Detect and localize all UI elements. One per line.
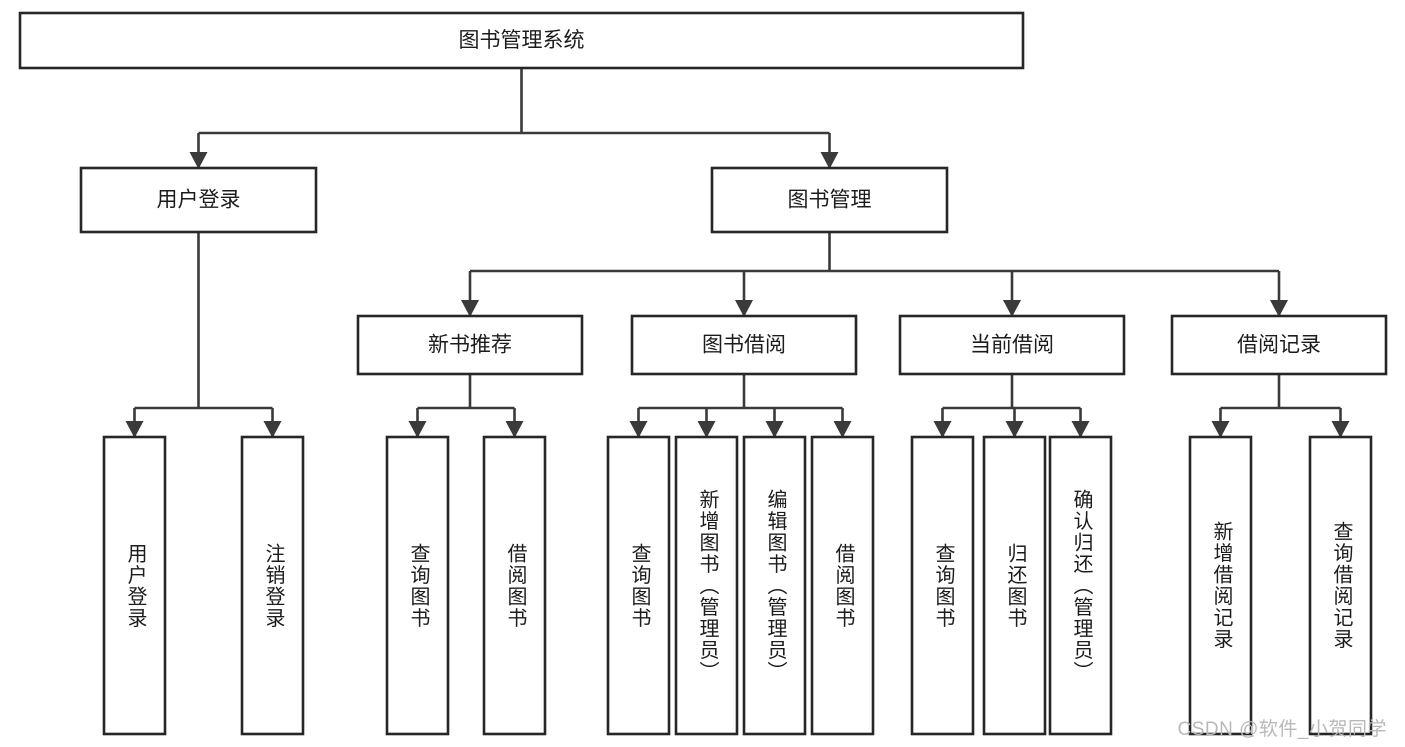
node-box-user-login[interactable] — [79, 166, 318, 234]
node-box-borrow-record[interactable] — [1170, 314, 1388, 376]
arrow-head-icon-leaf-query-book-cur — [933, 421, 952, 438]
node-box-leaf-user-login[interactable] — [102, 435, 167, 736]
arrow-head-icon-leaf-add-borrow-record — [1211, 421, 1230, 438]
node-box-leaf-query-book-borrow[interactable] — [606, 435, 671, 736]
node-label-root: 图书管理系统 — [459, 29, 585, 52]
node-label-book-borrow: 图书借阅 — [702, 334, 786, 357]
arrow-head-icon-leaf-confirm-return-admin — [1071, 421, 1090, 438]
watermark: CSDN @软件_小贺同学 — [1177, 719, 1387, 740]
arrow-head-icon-leaf-edit-book-admin — [765, 421, 784, 438]
node-box-book-borrow[interactable] — [630, 314, 858, 376]
node-box-leaf-confirm-return-admin[interactable] — [1048, 435, 1113, 736]
node-label-book-manage: 图书管理 — [788, 189, 872, 212]
arrow-head-icon-new-book-rec — [461, 300, 479, 317]
arrow-head-icon-leaf-borrow-book-rec — [505, 421, 524, 438]
node-box-leaf-borrow-book-rec[interactable] — [482, 435, 547, 736]
node-box-leaf-query-book-rec[interactable] — [385, 435, 450, 736]
node-label-user-login: 用户登录 — [157, 189, 241, 212]
arrow-head-icon-leaf-return-book — [1005, 421, 1024, 438]
node-box-leaf-borrow-book[interactable] — [810, 435, 875, 736]
connectors-layer — [125, 68, 1350, 438]
arrow-head-icon-leaf-user-login — [125, 421, 144, 438]
node-box-leaf-edit-book-admin[interactable] — [742, 435, 807, 736]
node-box-root[interactable] — [18, 11, 1025, 70]
node-box-leaf-add-book-admin[interactable] — [674, 435, 739, 736]
arrow-head-icon-book-manage — [820, 152, 839, 169]
node-label-borrow-record: 借阅记录 — [1237, 334, 1321, 357]
arrow-head-icon-user-login — [189, 152, 208, 169]
arrow-head-icon-leaf-add-book-admin — [697, 421, 716, 438]
arrow-head-icon-current-borrow — [1003, 300, 1021, 317]
node-box-current-borrow[interactable] — [898, 314, 1126, 376]
boxes-layer — [18, 11, 1388, 736]
node-box-leaf-logout[interactable] — [240, 435, 305, 736]
node-box-book-manage[interactable] — [710, 166, 949, 234]
arrow-head-icon-leaf-query-book-borrow — [629, 421, 648, 438]
node-box-leaf-query-book-cur[interactable] — [910, 435, 975, 736]
arrow-head-icon-borrow-record — [1270, 300, 1288, 317]
node-label-new-book-rec: 新书推荐 — [428, 334, 512, 357]
arrow-head-icon-leaf-query-borrow-record — [1331, 421, 1350, 438]
arrow-head-icon-leaf-logout — [263, 421, 282, 438]
arrow-head-icon-leaf-borrow-book — [833, 421, 852, 438]
node-box-leaf-add-borrow-record[interactable] — [1188, 435, 1253, 736]
node-box-leaf-return-book[interactable] — [982, 435, 1047, 736]
node-box-leaf-query-borrow-record[interactable] — [1308, 435, 1373, 736]
node-box-new-book-rec[interactable] — [356, 314, 584, 376]
arrow-head-icon-leaf-query-book-rec — [408, 421, 427, 438]
node-label-current-borrow: 当前借阅 — [970, 334, 1054, 357]
arrow-head-icon-book-borrow — [735, 300, 753, 317]
